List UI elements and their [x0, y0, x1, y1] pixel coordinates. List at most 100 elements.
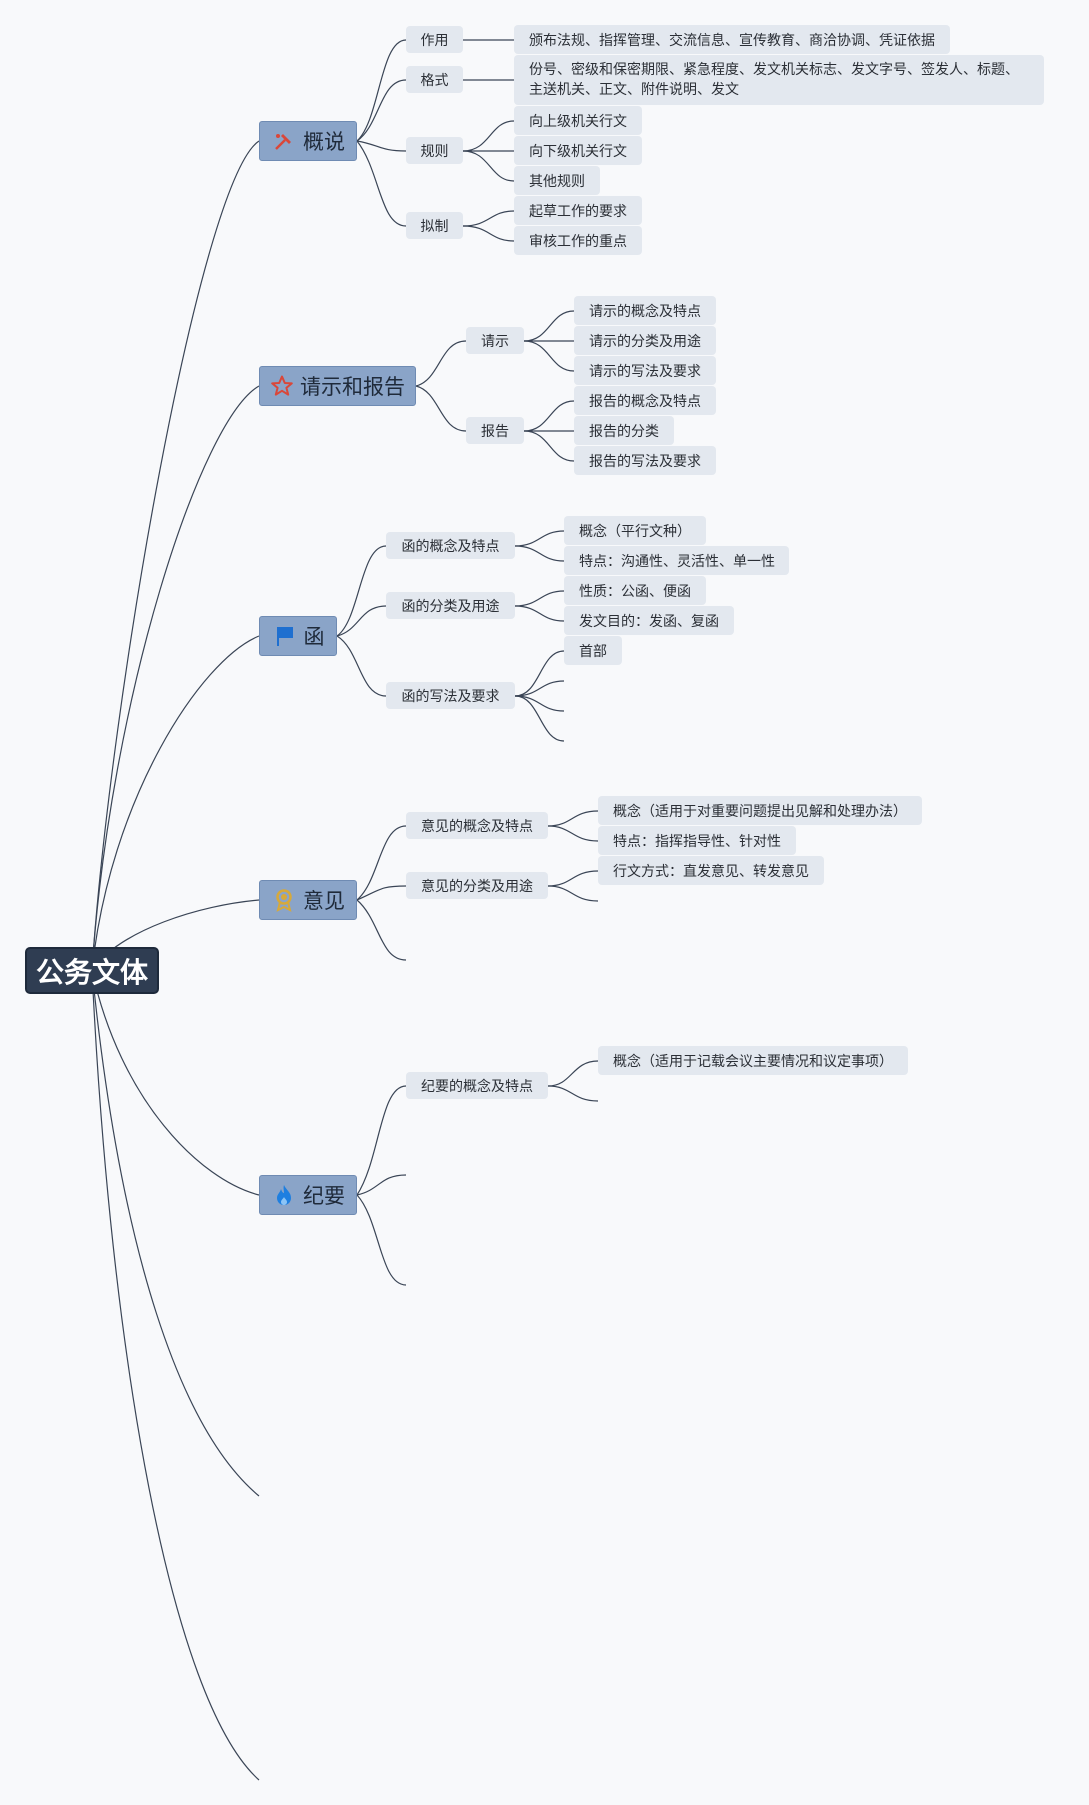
link-root-minutes — [91, 969, 260, 1196]
leaf-bg-concept-label: 报告的概念及特点 — [589, 393, 701, 410]
root-topic[interactable]: 公务文体 — [25, 947, 159, 994]
link-lc-1 — [514, 530, 565, 547]
medal-icon — [271, 887, 297, 913]
topic-minutes-label: 纪要 — [303, 1184, 345, 1208]
link-rules-leaf3 — [462, 150, 515, 182]
leaf-letter-nature-label: 性质：公函、便函 — [579, 583, 691, 600]
topic-request-report-label: 请示和报告 — [300, 375, 405, 399]
link-qs-3 — [523, 340, 575, 372]
subtopic-drafting-label: 拟制 — [420, 218, 449, 235]
leaf-bg-class[interactable]: 报告的分类 — [574, 416, 674, 445]
subtopic-rules[interactable]: 规则 — [406, 137, 463, 164]
leaf-letter-traits-label: 特点：沟通性、灵活性、单一性 — [579, 553, 775, 570]
link-ocl-1 — [547, 870, 599, 887]
subtopic-minutes-concept-label: 纪要的概念及特点 — [421, 1078, 533, 1095]
topic-opinion[interactable]: 意见 — [259, 880, 357, 920]
link-minutes-empty1 — [356, 1174, 407, 1196]
link-lw-3 — [514, 695, 565, 712]
leaf-rule-down-label: 向下级机关行文 — [529, 143, 627, 160]
leaf-draft-req[interactable]: 起草工作的要求 — [514, 196, 642, 225]
link-lcl-2 — [514, 605, 565, 622]
link-root-empty-1 — [91, 969, 260, 1497]
leaf-role[interactable]: 颁布法规、指挥管理、交流信息、宣传教育、商洽协调、凭证依据 — [514, 25, 950, 54]
link-mc-2 — [547, 1085, 599, 1102]
star-icon — [270, 373, 294, 399]
subtopic-opinion-concept[interactable]: 意见的概念及特点 — [406, 812, 548, 839]
leaf-opinion-traits[interactable]: 特点：指挥指导性、针对性 — [598, 826, 796, 855]
subtopic-role[interactable]: 作用 — [406, 26, 463, 53]
link-minutes-empty2 — [356, 1194, 407, 1286]
subtopic-opinion-class-label: 意见的分类及用途 — [421, 878, 533, 895]
leaf-format-label: 份号、密级和保密期限、紧急程度、发文机关标志、发文字号、签发人、标题、主送机关、… — [529, 62, 1019, 98]
link-lc-2 — [514, 545, 565, 562]
leaf-role-label: 颁布法规、指挥管理、交流信息、宣传教育、商洽协调、凭证依据 — [529, 32, 935, 49]
subtopic-baogao-label: 报告 — [481, 423, 509, 440]
link-rules-leaf1 — [462, 120, 515, 152]
leaf-minutes-concept[interactable]: 概念（适用于记载会议主要情况和议定事项） — [598, 1046, 908, 1075]
leaf-qs-writing[interactable]: 请示的写法及要求 — [574, 356, 716, 385]
link-draft-leaf2 — [462, 225, 515, 242]
leaf-qs-class[interactable]: 请示的分类及用途 — [574, 326, 716, 355]
leaf-letter-header-label: 首部 — [579, 643, 607, 660]
leaf-rule-up[interactable]: 向上级机关行文 — [514, 106, 642, 135]
leaf-opinion-traits-label: 特点：指挥指导性、针对性 — [613, 833, 781, 850]
link-opinion-concept — [356, 825, 407, 901]
leaf-letter-traits[interactable]: 特点：沟通性、灵活性、单一性 — [564, 546, 789, 575]
leaf-rule-other[interactable]: 其他规则 — [514, 166, 600, 195]
link-letter-concept — [336, 545, 387, 637]
subtopic-drafting[interactable]: 拟制 — [406, 212, 463, 239]
topic-minutes[interactable]: 纪要 — [259, 1175, 357, 1215]
subtopic-baogao[interactable]: 报告 — [466, 417, 524, 444]
leaf-draft-req-label: 起草工作的要求 — [529, 203, 627, 220]
leaf-qs-concept[interactable]: 请示的概念及特点 — [574, 296, 716, 325]
leaf-opinion-concept[interactable]: 概念（适用于对重要问题提出见解和处理办法） — [598, 796, 922, 825]
link-bg-3 — [523, 430, 575, 462]
leaf-letter-concept[interactable]: 概念（平行文种） — [564, 516, 706, 545]
leaf-bg-class-label: 报告的分类 — [589, 423, 659, 440]
subtopic-letter-class-label: 函的分类及用途 — [401, 598, 500, 615]
topic-letter-label: 函 — [303, 625, 325, 649]
link-lcl-1 — [514, 590, 565, 607]
topic-letter[interactable]: 函 — [259, 616, 337, 656]
leaf-opinion-mode[interactable]: 行文方式：直发意见、转发意见 — [598, 856, 824, 885]
leaf-bg-concept[interactable]: 报告的概念及特点 — [574, 386, 716, 415]
topic-request-report[interactable]: 请示和报告 — [259, 366, 416, 406]
subtopic-letter-class[interactable]: 函的分类及用途 — [386, 592, 515, 619]
leaf-review-key[interactable]: 审核工作的重点 — [514, 226, 642, 255]
link-request-baogao — [415, 385, 467, 432]
flag-icon — [272, 623, 298, 649]
leaf-letter-concept-label: 概念（平行文种） — [579, 523, 691, 540]
link-oc-1 — [547, 810, 599, 827]
leaf-letter-purpose[interactable]: 发文目的：发函、复函 — [564, 606, 734, 635]
root-topic-label: 公务文体 — [35, 955, 148, 989]
subtopic-minutes-concept[interactable]: 纪要的概念及特点 — [406, 1072, 548, 1099]
link-ocl-2 — [547, 885, 599, 902]
leaf-format[interactable]: 份号、密级和保密期限、紧急程度、发文机关标志、发文字号、签发人、标题、主送机关、… — [514, 55, 1044, 105]
subtopic-role-label: 作用 — [420, 32, 449, 49]
leaf-letter-nature[interactable]: 性质：公函、便函 — [564, 576, 706, 605]
subtopic-qingshi[interactable]: 请示 — [466, 327, 524, 354]
link-qs-1 — [523, 310, 575, 342]
subtopic-letter-concept-label: 函的概念及特点 — [401, 538, 500, 555]
leaf-letter-header[interactable]: 首部 — [564, 636, 622, 665]
subtopic-format[interactable]: 格式 — [406, 66, 463, 93]
topic-opinion-label: 意见 — [303, 889, 345, 913]
link-lw-1 — [514, 650, 565, 697]
link-mc-1 — [547, 1060, 599, 1087]
topic-overview[interactable]: 概说 — [259, 121, 357, 161]
subtopic-letter-concept[interactable]: 函的概念及特点 — [386, 532, 515, 559]
link-letter-write — [336, 635, 387, 697]
link-overview-format — [356, 79, 407, 142]
link-opinion-class — [356, 885, 407, 901]
leaf-rule-other-label: 其他规则 — [529, 173, 585, 190]
leaf-review-key-label: 审核工作的重点 — [529, 233, 627, 250]
subtopic-letter-writing[interactable]: 函的写法及要求 — [386, 682, 515, 709]
subtopic-opinion-class[interactable]: 意见的分类及用途 — [406, 872, 548, 899]
leaf-bg-writing[interactable]: 报告的写法及要求 — [574, 446, 716, 475]
link-request-qingshi — [415, 340, 467, 387]
leaf-qs-class-label: 请示的分类及用途 — [589, 333, 701, 350]
leaf-rule-down[interactable]: 向下级机关行文 — [514, 136, 642, 165]
leaf-opinion-mode-label: 行文方式：直发意见、转发意见 — [613, 863, 809, 880]
leaf-qs-concept-label: 请示的概念及特点 — [589, 303, 701, 320]
